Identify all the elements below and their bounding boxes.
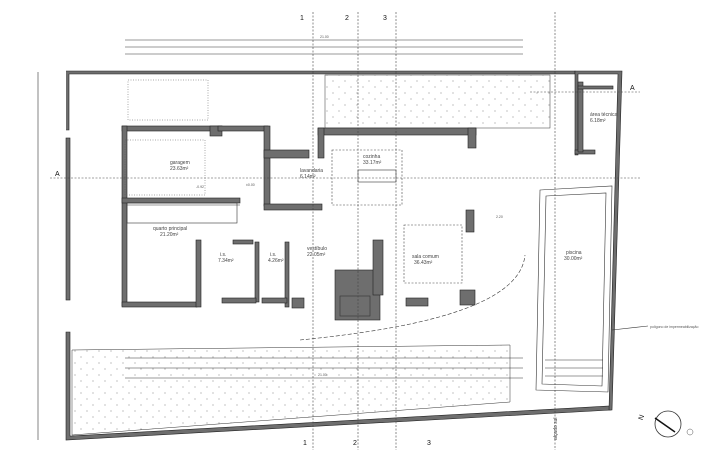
tech-wall-top bbox=[577, 85, 614, 90]
impermeabilization-polygon bbox=[299, 254, 526, 341]
svg-text:7.34m²: 7.34m² bbox=[218, 258, 234, 264]
elevator-shaft bbox=[339, 295, 371, 317]
room-lavandaria: lavandaria bbox=[300, 168, 323, 174]
section-2-bottom: 2 bbox=[353, 440, 357, 447]
svg-text:22.05m²: 22.05m² bbox=[307, 252, 326, 258]
car bbox=[124, 139, 206, 196]
room-vestibulo: vestíbulo bbox=[307, 246, 327, 252]
svg-text:6.18m²: 6.18m² bbox=[590, 118, 606, 124]
svg-text:36.43m²: 36.43m² bbox=[414, 260, 433, 266]
svg-text:21.20m²: 21.20m² bbox=[160, 232, 179, 238]
svg-text:2.20: 2.20 bbox=[496, 215, 503, 219]
elevation-label: alçado sul bbox=[553, 417, 559, 440]
tech-wall-left bbox=[577, 81, 584, 153]
section-a-right: A bbox=[630, 85, 635, 92]
north-arrow-icon: N bbox=[638, 410, 694, 438]
room-is-2: i.s. bbox=[270, 252, 276, 258]
room-is-1: i.s. bbox=[220, 252, 226, 258]
site-boundary bbox=[65, 70, 623, 441]
room-area-tecnica: área técnica bbox=[590, 112, 617, 118]
building-walls bbox=[121, 125, 477, 321]
level-garage: -0.92 bbox=[196, 185, 204, 189]
sofa-zone bbox=[403, 224, 463, 284]
svg-text:23.63m²: 23.63m² bbox=[170, 166, 189, 172]
room-labels: garagem 23.63m² lavandaria 6.14m² cozinh… bbox=[153, 112, 617, 266]
pool bbox=[535, 185, 613, 393]
room-sala-comum: sala comum bbox=[412, 254, 439, 260]
car-outside bbox=[127, 79, 209, 121]
svg-text:33.17m²: 33.17m² bbox=[363, 160, 382, 166]
dimension-lines-bottom: 21.00 bbox=[125, 357, 523, 379]
kitchen-island-zone bbox=[331, 149, 403, 206]
svg-text:4.26m²: 4.26m² bbox=[268, 258, 284, 264]
room-piscina: piscina bbox=[566, 250, 582, 256]
section-3-bottom: 3 bbox=[427, 440, 431, 447]
section-3-top: 3 bbox=[383, 15, 387, 22]
wardrobe bbox=[126, 202, 238, 224]
dim-top-total: 21.00 bbox=[320, 35, 329, 39]
room-garagem: garagem bbox=[170, 160, 190, 166]
section-2-top: 2 bbox=[345, 15, 349, 22]
section-a-left: A bbox=[55, 171, 60, 178]
level-entry: ±0.00 bbox=[246, 183, 255, 187]
garden-bottom bbox=[71, 344, 511, 436]
section-1-top: 1 bbox=[300, 15, 304, 22]
garden-top bbox=[324, 74, 551, 129]
svg-text:6.14m²: 6.14m² bbox=[300, 174, 316, 180]
room-cozinha: cozinha bbox=[363, 154, 380, 160]
svg-text:30.00m²: 30.00m² bbox=[564, 256, 583, 262]
dimension-lines-top: 21.00 bbox=[125, 35, 523, 55]
room-quarto-principal: quarto principal bbox=[153, 226, 187, 232]
sun-icon bbox=[686, 428, 694, 436]
impermeabilization-label: polígono de impermeabilização bbox=[650, 325, 698, 329]
section-lines bbox=[50, 12, 640, 450]
svg-text:N: N bbox=[638, 414, 646, 421]
dim-bottom-total: 21.00 bbox=[318, 373, 327, 377]
section-1-bottom: 1 bbox=[303, 440, 307, 447]
kitchen-island bbox=[357, 169, 397, 183]
